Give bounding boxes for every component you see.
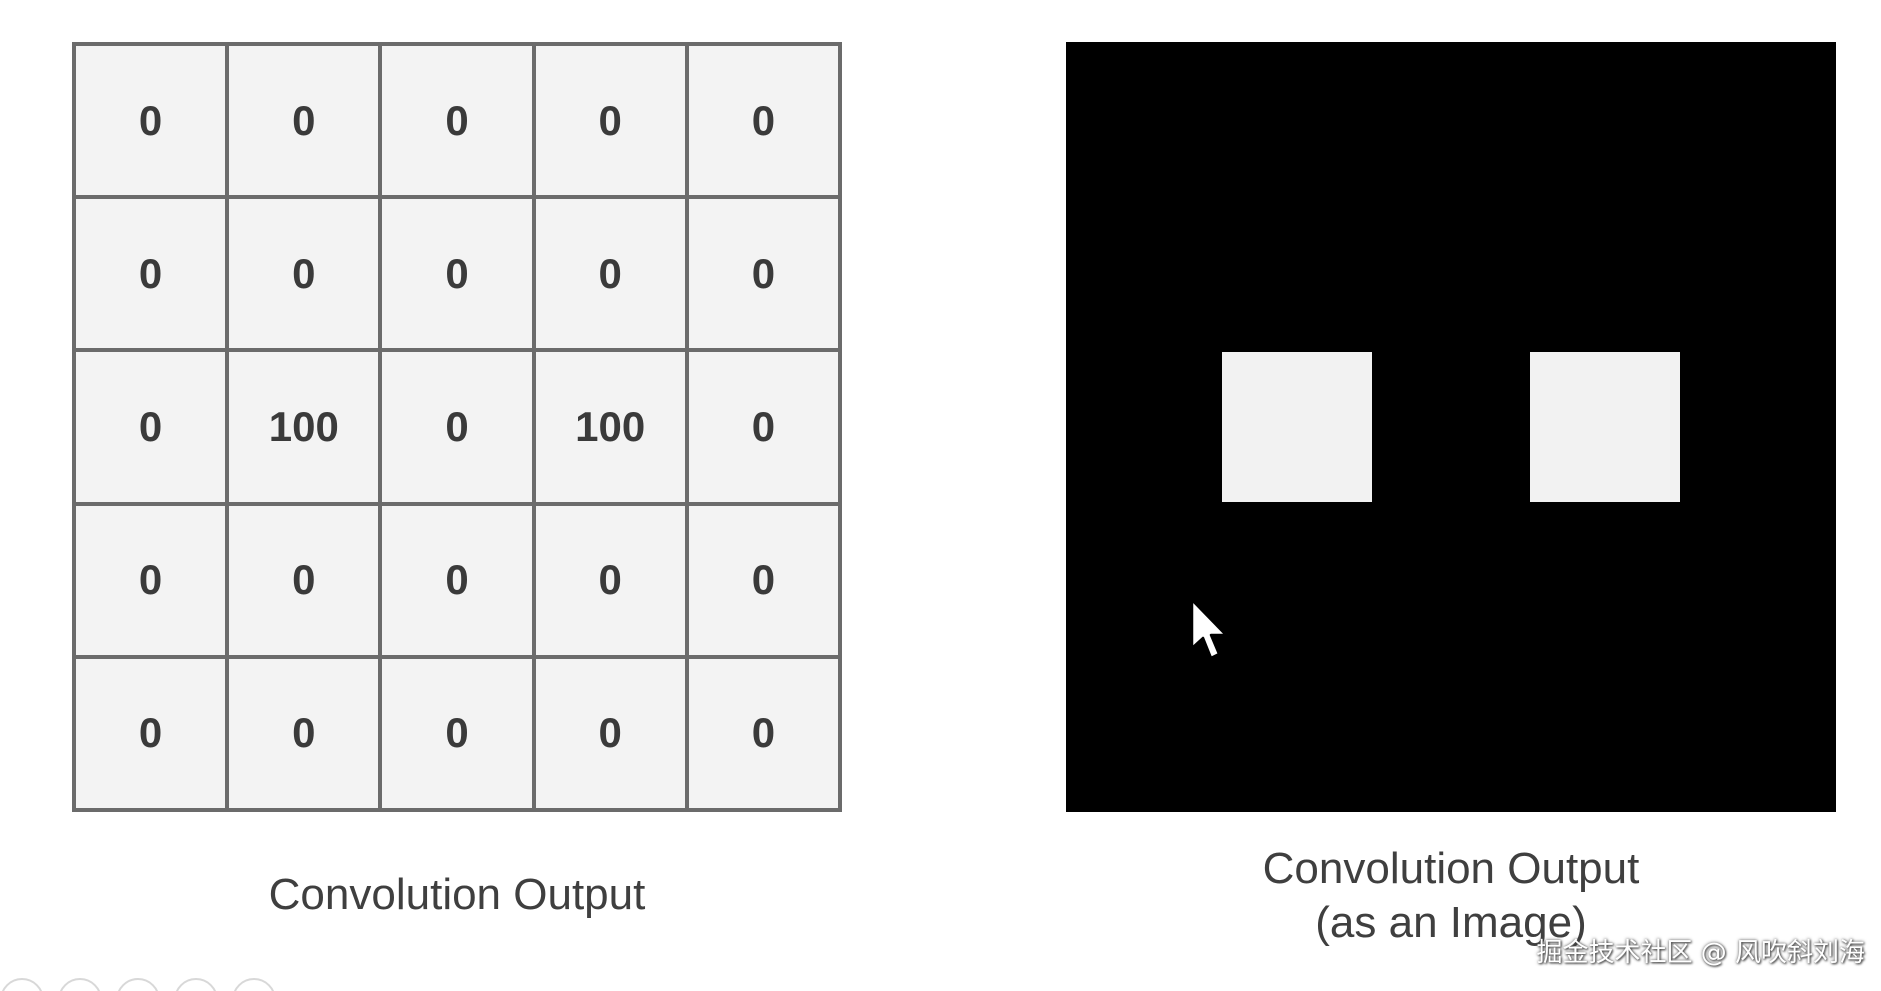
matrix-cell: 0 <box>380 656 534 810</box>
matrix-cell: 0 <box>227 44 381 198</box>
matrix-cell: 100 <box>533 350 687 504</box>
toolbar-button[interactable] <box>58 978 102 991</box>
toolbar-button[interactable] <box>232 978 276 991</box>
matrix-cell: 0 <box>74 197 228 351</box>
slide-toolbar <box>0 978 276 991</box>
matrix-cell: 0 <box>74 44 228 198</box>
matrix-cell: 0 <box>380 350 534 504</box>
bright-pixel <box>1222 352 1372 502</box>
matrix-cell: 100 <box>227 350 381 504</box>
image-canvas <box>1222 352 1680 502</box>
matrix-cell: 0 <box>533 197 687 351</box>
watermark-text: 掘金技术社区 @ 风吹斜刘海 <box>1536 938 1865 968</box>
left-caption: Convolution Output <box>268 870 646 919</box>
toolbar-button[interactable] <box>0 978 44 991</box>
matrix-cell: 0 <box>74 503 228 657</box>
matrix-cell: 0 <box>227 503 381 657</box>
matrix-cell: 0 <box>533 44 687 198</box>
matrix-cell: 0 <box>74 656 228 810</box>
right-caption-line1: Convolution Output <box>1262 844 1640 893</box>
matrix-cell: 0 <box>227 656 381 810</box>
matrix-cell: 0 <box>533 656 687 810</box>
matrix-cell: 0 <box>380 197 534 351</box>
matrix-cell: 0 <box>686 197 840 351</box>
matrix-cell: 0 <box>686 350 840 504</box>
toolbar-button[interactable] <box>116 978 160 991</box>
toolbar-button[interactable] <box>174 978 218 991</box>
mouse-pointer-icon <box>1190 598 1228 660</box>
matrix-cell: 0 <box>686 44 840 198</box>
matrix-cell: 0 <box>380 44 534 198</box>
matrix-cell: 0 <box>380 503 534 657</box>
right-caption: Convolution Output (as an Image) <box>1066 842 1836 950</box>
bright-pixel <box>1530 352 1680 502</box>
convolution-output-image <box>1066 42 1836 812</box>
matrix-cell: 0 <box>74 350 228 504</box>
matrix-cell: 0 <box>686 503 840 657</box>
matrix-cell: 0 <box>686 656 840 810</box>
matrix-cell: 0 <box>227 197 381 351</box>
matrix-cell: 0 <box>533 503 687 657</box>
right-caption-line2: (as an Image) <box>1315 898 1587 947</box>
